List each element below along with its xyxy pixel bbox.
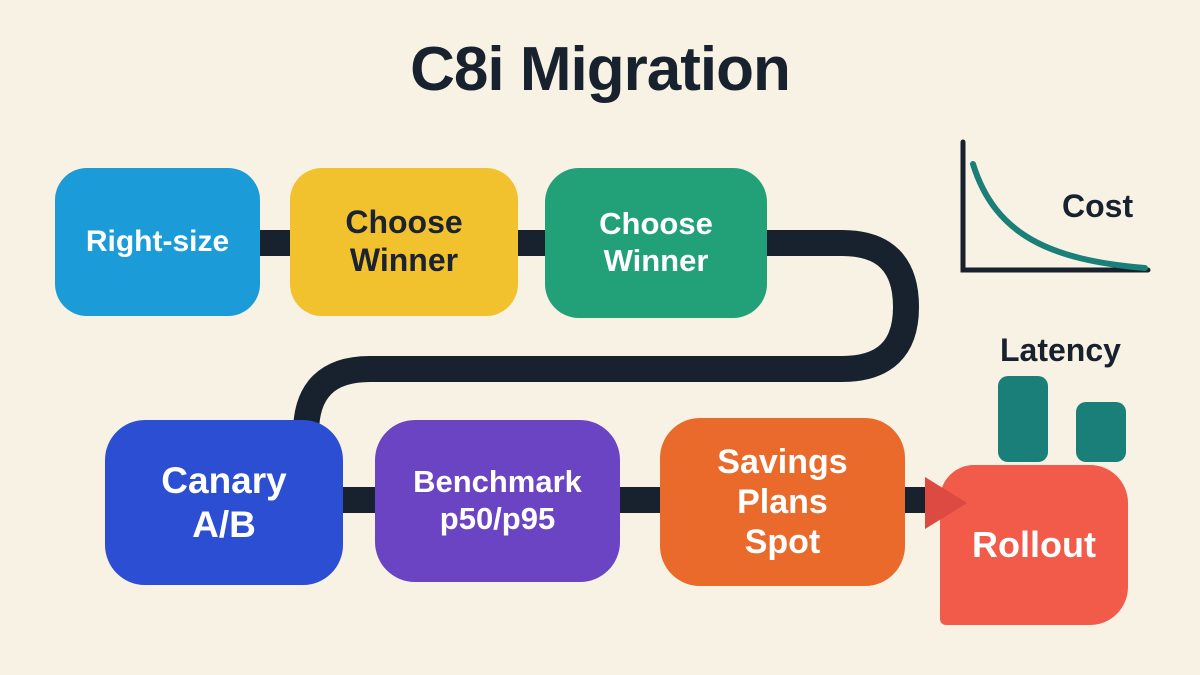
- node-choose-winner-2: Choose Winner: [545, 168, 767, 318]
- node-canary-ab: Canary A/B: [105, 420, 343, 585]
- cost-chart-curve: [970, 161, 1148, 271]
- node-right-size: Right-size: [55, 168, 260, 316]
- flow-connector-path: [127, 230, 948, 513]
- cost-chart-label: Cost: [1062, 188, 1134, 224]
- node-choose-winner-1: Choose Winner: [290, 168, 518, 316]
- latency-bar-tall: [998, 376, 1048, 462]
- node-benchmark-p50-p95: Benchmark p50/p95: [375, 420, 620, 582]
- page-title: C8i Migration: [410, 35, 791, 104]
- cost-chart-axes: [960, 139, 1151, 273]
- node-savings-plans-spot: Savings Plans Spot: [660, 418, 905, 586]
- flow-arrowhead-icon: [925, 477, 967, 529]
- latency-chart-label: Latency: [1000, 332, 1121, 368]
- latency-bar-short: [1076, 402, 1126, 462]
- node-rollout: Rollout: [940, 465, 1128, 625]
